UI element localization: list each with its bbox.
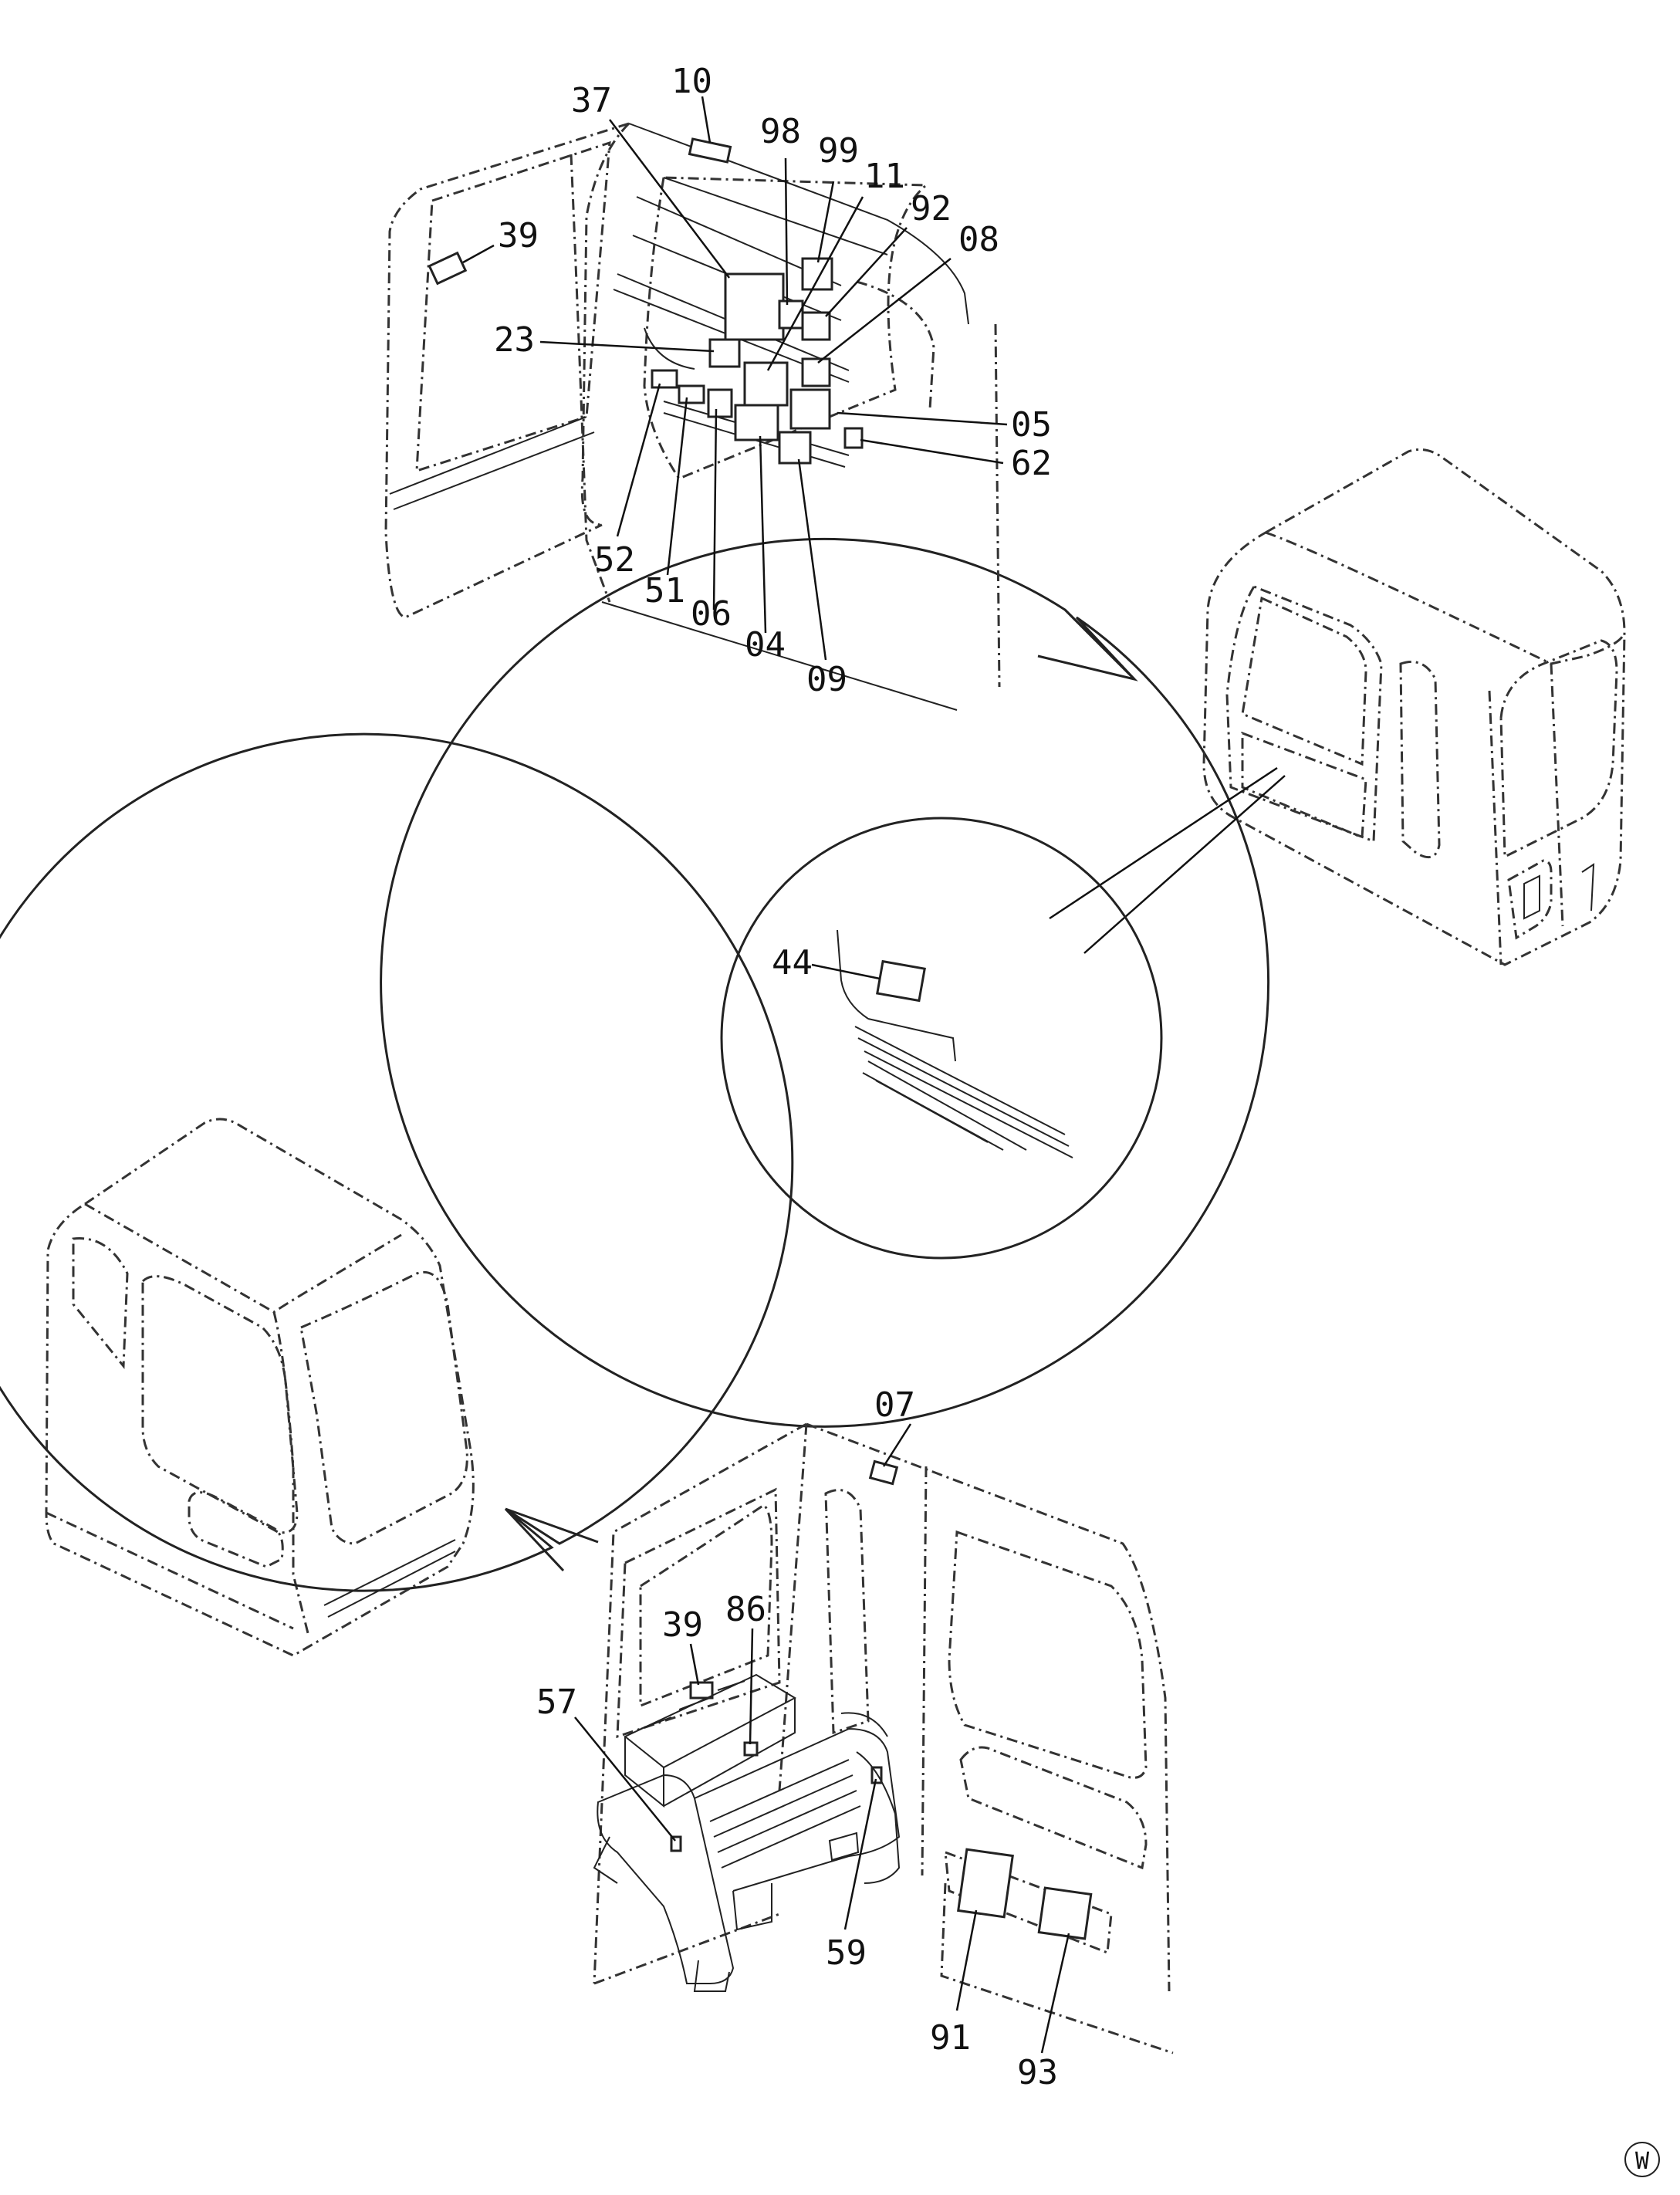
callout-06: 06: [691, 594, 732, 634]
callout-10: 10: [671, 62, 712, 101]
right-cab-exterior: [1202, 448, 1626, 966]
middle-detail-bubble: 44: [720, 817, 1163, 1260]
callout-07: 07: [874, 1385, 915, 1425]
upper-callouts: 10 37 98 99 11 92 08 39 23 05 62 52 51 0…: [494, 62, 1052, 699]
callout-62: 62: [1011, 444, 1052, 483]
middle-pointer-line: [1049, 766, 1286, 954]
callout-08: 08: [958, 220, 999, 259]
callout-44: 44: [772, 943, 813, 983]
lower-leader-lines: [574, 1423, 1070, 2054]
callout-09: 09: [806, 660, 847, 699]
upper-detail-bubble: [380, 537, 1270, 1428]
callout-91: 91: [930, 2018, 971, 2058]
callout-57: 57: [536, 1683, 577, 1722]
callout-37: 37: [571, 81, 612, 120]
callout-52: 52: [594, 540, 635, 580]
corner-mark-letter: W: [1635, 2148, 1650, 2175]
callout-04: 04: [745, 625, 786, 665]
lower-callouts: 07 86 39 57 59 91 93: [536, 1385, 1058, 2092]
upper-cab-interior: [384, 122, 1001, 711]
left-cab-exterior: [45, 1118, 475, 1657]
callout-39-upper: 39: [498, 216, 539, 255]
corner-mark: W: [1624, 2142, 1660, 2177]
callout-59: 59: [826, 1933, 867, 1973]
callout-93: 93: [1017, 2053, 1058, 2092]
callout-99: 99: [818, 131, 859, 171]
callout-23: 23: [494, 320, 535, 360]
callout-92: 92: [911, 189, 952, 228]
operator-seat: [593, 1673, 901, 1992]
lower-detail-bubble: [0, 732, 794, 1592]
callout-51: 51: [644, 571, 685, 610]
callout-98: 98: [760, 112, 801, 151]
callout-11: 11: [864, 157, 905, 196]
callout-86: 86: [725, 1590, 766, 1629]
upper-leader-lines: [462, 96, 1008, 661]
callout-39-lower: 39: [662, 1605, 703, 1645]
callout-05: 05: [1011, 405, 1052, 445]
